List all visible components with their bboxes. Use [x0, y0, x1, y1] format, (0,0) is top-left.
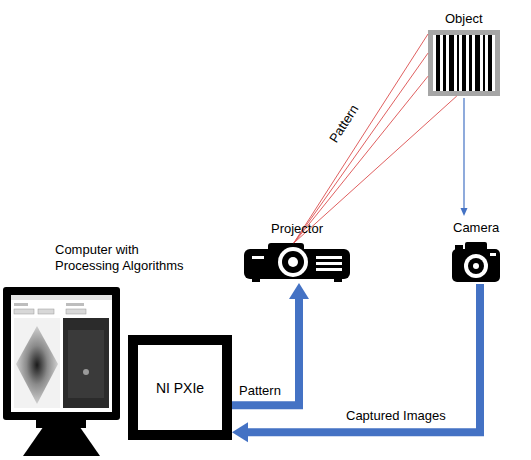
computer-monitor [3, 287, 120, 456]
camera-icon [452, 242, 500, 282]
connector [232, 284, 480, 442]
edge-label: Pattern [237, 383, 283, 399]
node-label: Projector [271, 221, 323, 237]
projector-icon [244, 243, 350, 282]
projector-node: Projector [244, 243, 350, 282]
camera-node: Camera [452, 242, 500, 282]
node-label: NI PXIe [156, 380, 204, 396]
object-pattern [428, 30, 500, 96]
object-node: Object [428, 30, 500, 96]
node-label: Camera [453, 220, 499, 236]
node-label: Object [445, 11, 483, 27]
edge-label: Captured Images [344, 408, 448, 424]
nipxie-box: NI PXIe [128, 335, 232, 440]
connector [294, 34, 457, 243]
node-label: Computer with Processing Algorithms [55, 242, 205, 273]
connector [461, 98, 468, 216]
edge-label: Pattern [325, 100, 363, 147]
connector [232, 283, 309, 405]
computer-node: Computer with Processing Algorithms [3, 287, 120, 455]
